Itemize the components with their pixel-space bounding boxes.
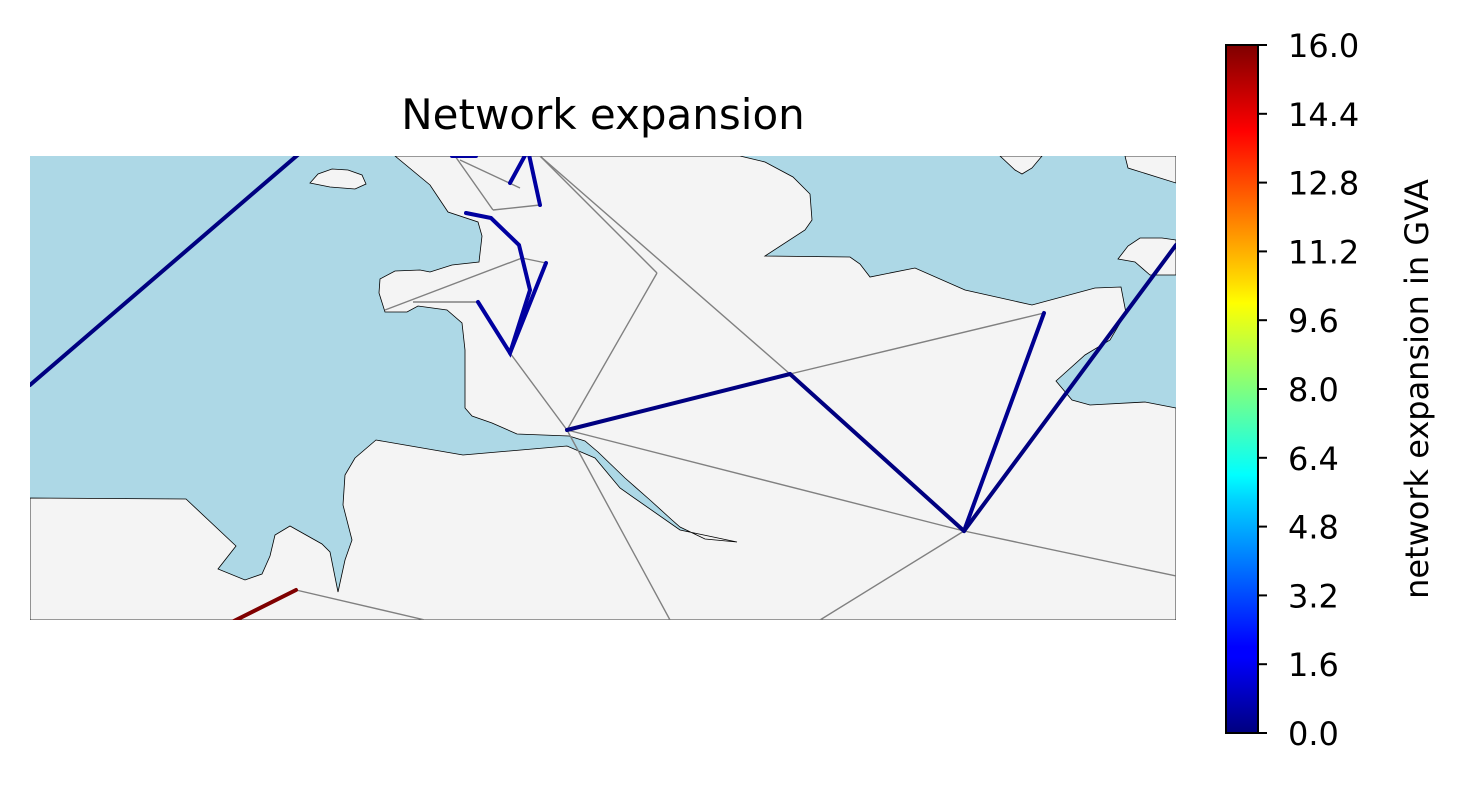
land-sweden — [1124, 156, 1176, 184]
colorbar-tick-label: 14.4 — [1288, 96, 1359, 134]
expanded-lines — [30, 156, 1176, 620]
colorbar-label: network expansion in GVA — [1398, 179, 1436, 599]
colorbar-tick-label: 3.2 — [1288, 577, 1339, 615]
expanded-line — [231, 588, 298, 620]
chart-title: Network expansion — [401, 90, 805, 139]
colorbar-gradient — [1225, 44, 1259, 734]
expanded-line — [962, 243, 1176, 533]
colorbar-tick-label: 9.6 — [1288, 302, 1339, 340]
colorbar-ticks: 0.0 1.6 3.2 4.8 6.4 8.0 9.6 11.2 12.8 14.4 16.0 — [1258, 27, 1359, 753]
colorbar-tick-label: 12.8 — [1288, 165, 1359, 203]
map-area — [30, 156, 1176, 620]
expanded-line — [508, 156, 542, 207]
land-island — [309, 168, 367, 190]
expanded-line — [464, 211, 533, 358]
expanded-line — [565, 372, 792, 432]
expanded-line — [30, 156, 300, 387]
land-scandinavia — [999, 156, 1043, 175]
colorbar-tick-label: 1.6 — [1288, 646, 1339, 684]
expanded-line — [962, 311, 1046, 533]
expanded-line — [788, 372, 966, 533]
colorbar-tick-label: 6.4 — [1288, 440, 1339, 478]
colorbar: 0.0 1.6 3.2 4.8 6.4 8.0 9.6 11.2 12.8 14.4 16.0 ne… — [1225, 27, 1436, 753]
colorbar-tick-label: 11.2 — [1288, 233, 1359, 271]
existing-lines — [295, 156, 1176, 620]
colorbar-tick-label: 4.8 — [1288, 509, 1339, 547]
expanded-line — [508, 261, 548, 355]
colorbar-tick-label: 0.0 — [1288, 715, 1339, 753]
land-mainland — [30, 156, 1176, 620]
colorbar-tick-label: 16.0 — [1288, 27, 1359, 65]
colorbar-tick-label: 8.0 — [1288, 371, 1339, 409]
